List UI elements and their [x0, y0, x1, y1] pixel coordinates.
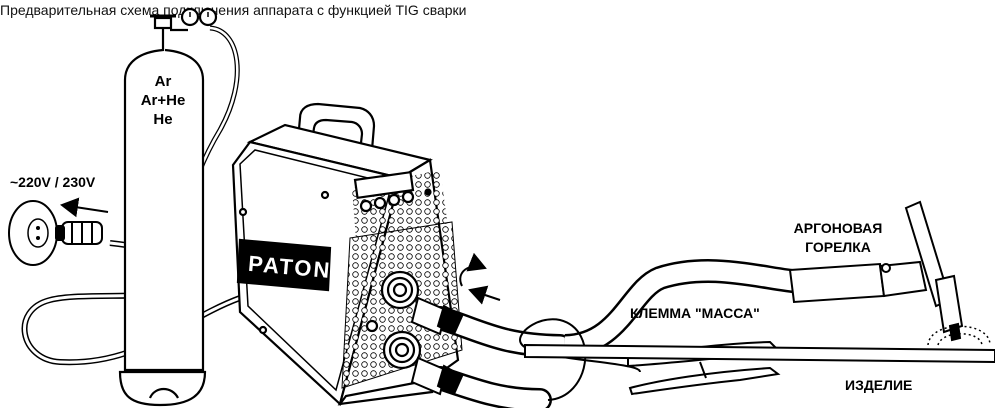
torch-label-line1: АРГОНОВАЯ	[794, 220, 883, 236]
voltage-label: ~220V / 230V	[10, 174, 96, 190]
welding-arc	[927, 325, 991, 346]
ground-connector	[410, 356, 464, 396]
clamp-label: КЛЕММА "МАССА"	[630, 305, 760, 321]
workpiece-label: ИЗДЕЛИЕ	[845, 377, 912, 393]
twist-lock-arrow-icon	[459, 252, 501, 305]
power-socket-icon	[8, 200, 58, 266]
torch-connector	[410, 296, 464, 336]
tig-torch-icon	[788, 200, 964, 342]
gas-label-ar: Ar	[155, 73, 172, 90]
power-plug-icon	[55, 221, 103, 245]
welding-machine-icon	[231, 102, 463, 407]
diagram-caption: Предварительная схема подключения аппара…	[0, 2, 467, 18]
gas-label-ar-he: Ar+He	[141, 92, 186, 109]
workpiece-icon	[524, 343, 995, 364]
plug-in-arrow	[60, 197, 109, 218]
torch-label-line2: ГОРЕЛКА	[805, 239, 871, 255]
gas-label-he: He	[153, 111, 172, 128]
gas-cylinder-icon	[118, 7, 218, 407]
